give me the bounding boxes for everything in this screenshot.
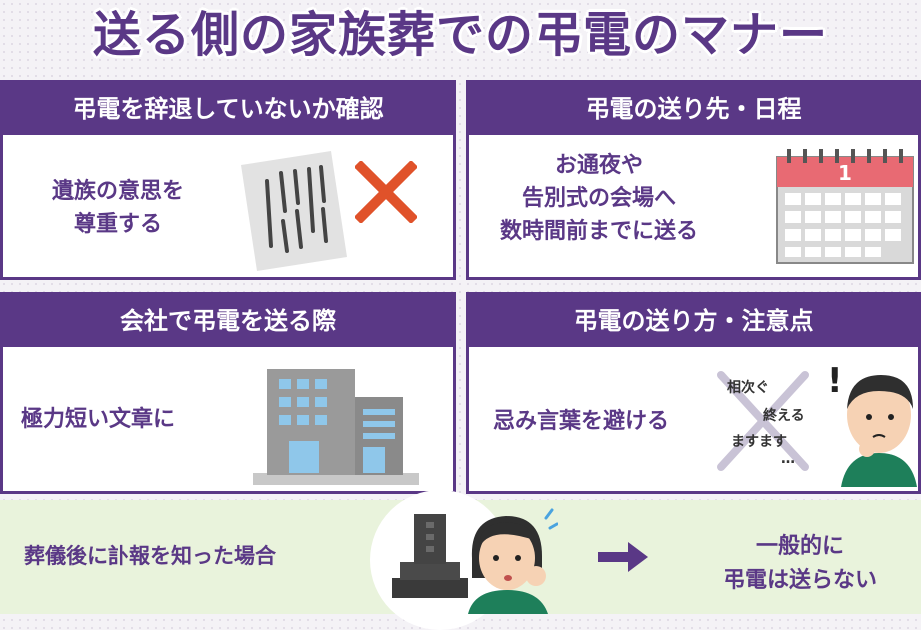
bottom-left-text: 葬儀後に訃報を知った場合 xyxy=(24,544,276,568)
strike-x-icon xyxy=(717,371,809,471)
panel-heading: 弔電を辞退していないか確認 xyxy=(3,83,453,135)
taboo-word: … xyxy=(781,451,795,467)
panel-method-notes: 弔電の送り方・注意点 忌み言葉を避ける 相次ぐ 終える ますます … ! xyxy=(466,292,921,494)
exclamation-mark: ! xyxy=(827,361,843,401)
calendar-number: 1 xyxy=(838,161,852,185)
arrow-right-icon xyxy=(598,542,648,572)
taboo-word: 相次ぐ xyxy=(727,380,769,396)
cross-icon xyxy=(355,161,417,223)
page-title: 送る側の家族葬での弔電のマナー xyxy=(92,7,828,63)
panel-heading: 会社で弔電を送る際 xyxy=(3,295,453,347)
worried-person-icon xyxy=(841,375,917,487)
grave-icon xyxy=(392,514,468,598)
calendar-icon: 1 xyxy=(776,149,914,264)
panel-body-text: 極力短い文章に xyxy=(21,407,176,432)
document-icon xyxy=(241,151,347,271)
panel-destination-schedule: 弔電の送り先・日程 お通夜や 告別式の会場へ 数時間前までに送る 1 xyxy=(466,80,921,280)
panel-company: 会社で弔電を送る際 極力短い文章に xyxy=(0,292,456,494)
taboo-word: 終える xyxy=(763,408,805,424)
building-icon xyxy=(253,369,419,485)
surprised-person-icon xyxy=(468,508,558,614)
panel-body-text: 遺族の意思を 尊重する xyxy=(51,179,184,237)
panel-heading: 弔電の送り先・日程 xyxy=(469,83,918,135)
bottom-right-text: 一般的に 弔電は送らない xyxy=(722,534,877,593)
panel-body-text: 忌み言葉を避ける xyxy=(493,409,670,434)
bottom-band: 葬儀後に訃報を知った場合 一般的に 弔電は送らない xyxy=(0,490,921,630)
panel-heading: 弔電の送り方・注意点 xyxy=(469,295,918,347)
panel-body-text: お通夜や 告別式の会場へ 数時間前までに送る xyxy=(499,153,698,244)
panel-confirm-decline: 弔電を辞退していないか確認 遺族の意思を 尊重する xyxy=(0,80,456,280)
taboo-word: ますます xyxy=(731,434,787,450)
